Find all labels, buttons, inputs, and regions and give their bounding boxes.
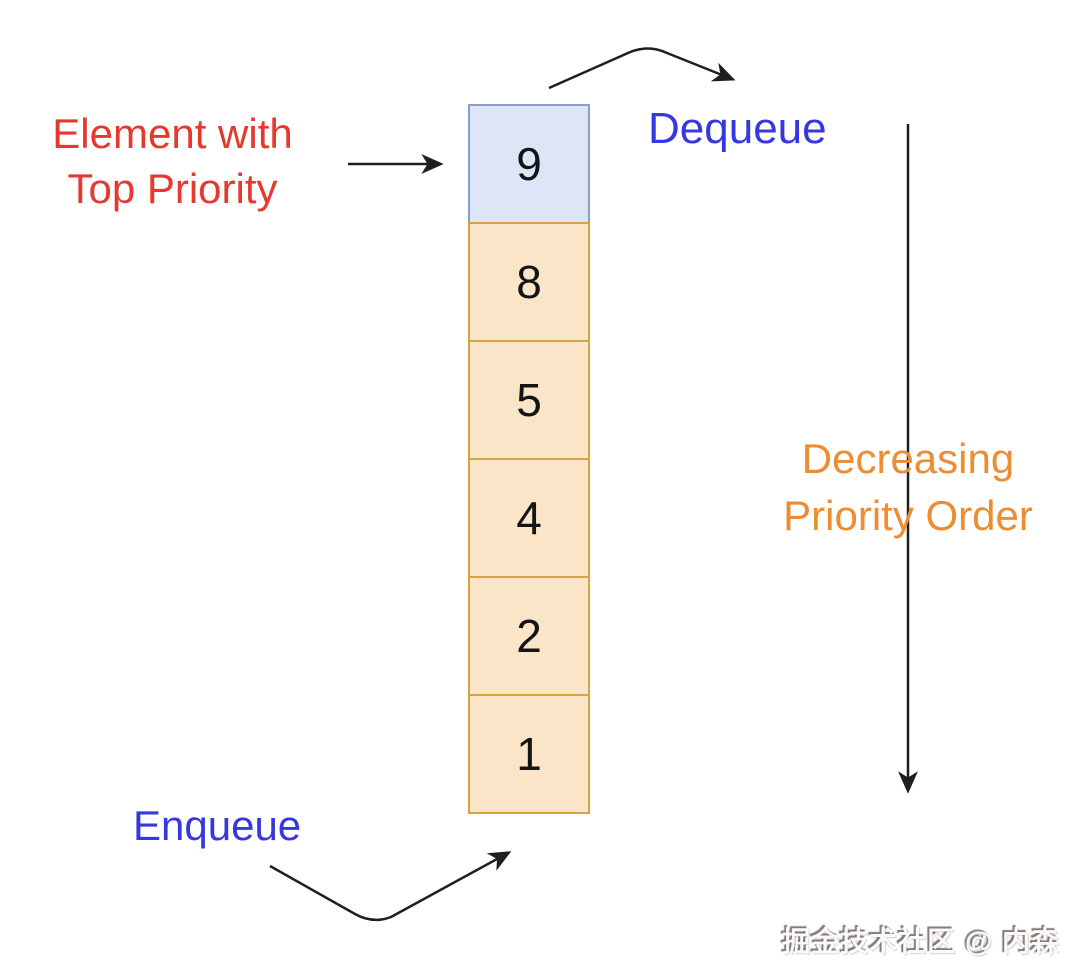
- enqueue-arrow: [269, 851, 512, 922]
- queue-cell-value: 1: [516, 728, 542, 780]
- element-with-top-priority-label: Element with Top Priority: [52, 110, 293, 213]
- priority-queue-stack: 9 8 5 4 2 1: [468, 104, 590, 814]
- queue-cell-value: 2: [516, 610, 542, 662]
- queue-cell-value: 4: [516, 492, 542, 544]
- dequeue-arrow: [548, 47, 736, 90]
- queue-cell-value: 9: [516, 138, 542, 190]
- queue-cell: 4: [468, 458, 590, 578]
- queue-cell: 1: [468, 694, 590, 814]
- dequeue-label: Dequeue: [648, 104, 827, 153]
- enqueue-label: Enqueue: [133, 802, 302, 849]
- queue-cell: 2: [468, 576, 590, 696]
- watermark: 掘金技术社区 @ 内森: [782, 926, 1060, 957]
- queue-cell-top: 9: [468, 104, 590, 224]
- queue-cell-value: 5: [516, 374, 542, 426]
- queue-cell: 8: [468, 222, 590, 342]
- queue-cell-value: 8: [516, 256, 542, 308]
- decreasing-priority-order-label: Decreasing Priority Order: [783, 435, 1033, 540]
- queue-cell: 5: [468, 340, 590, 460]
